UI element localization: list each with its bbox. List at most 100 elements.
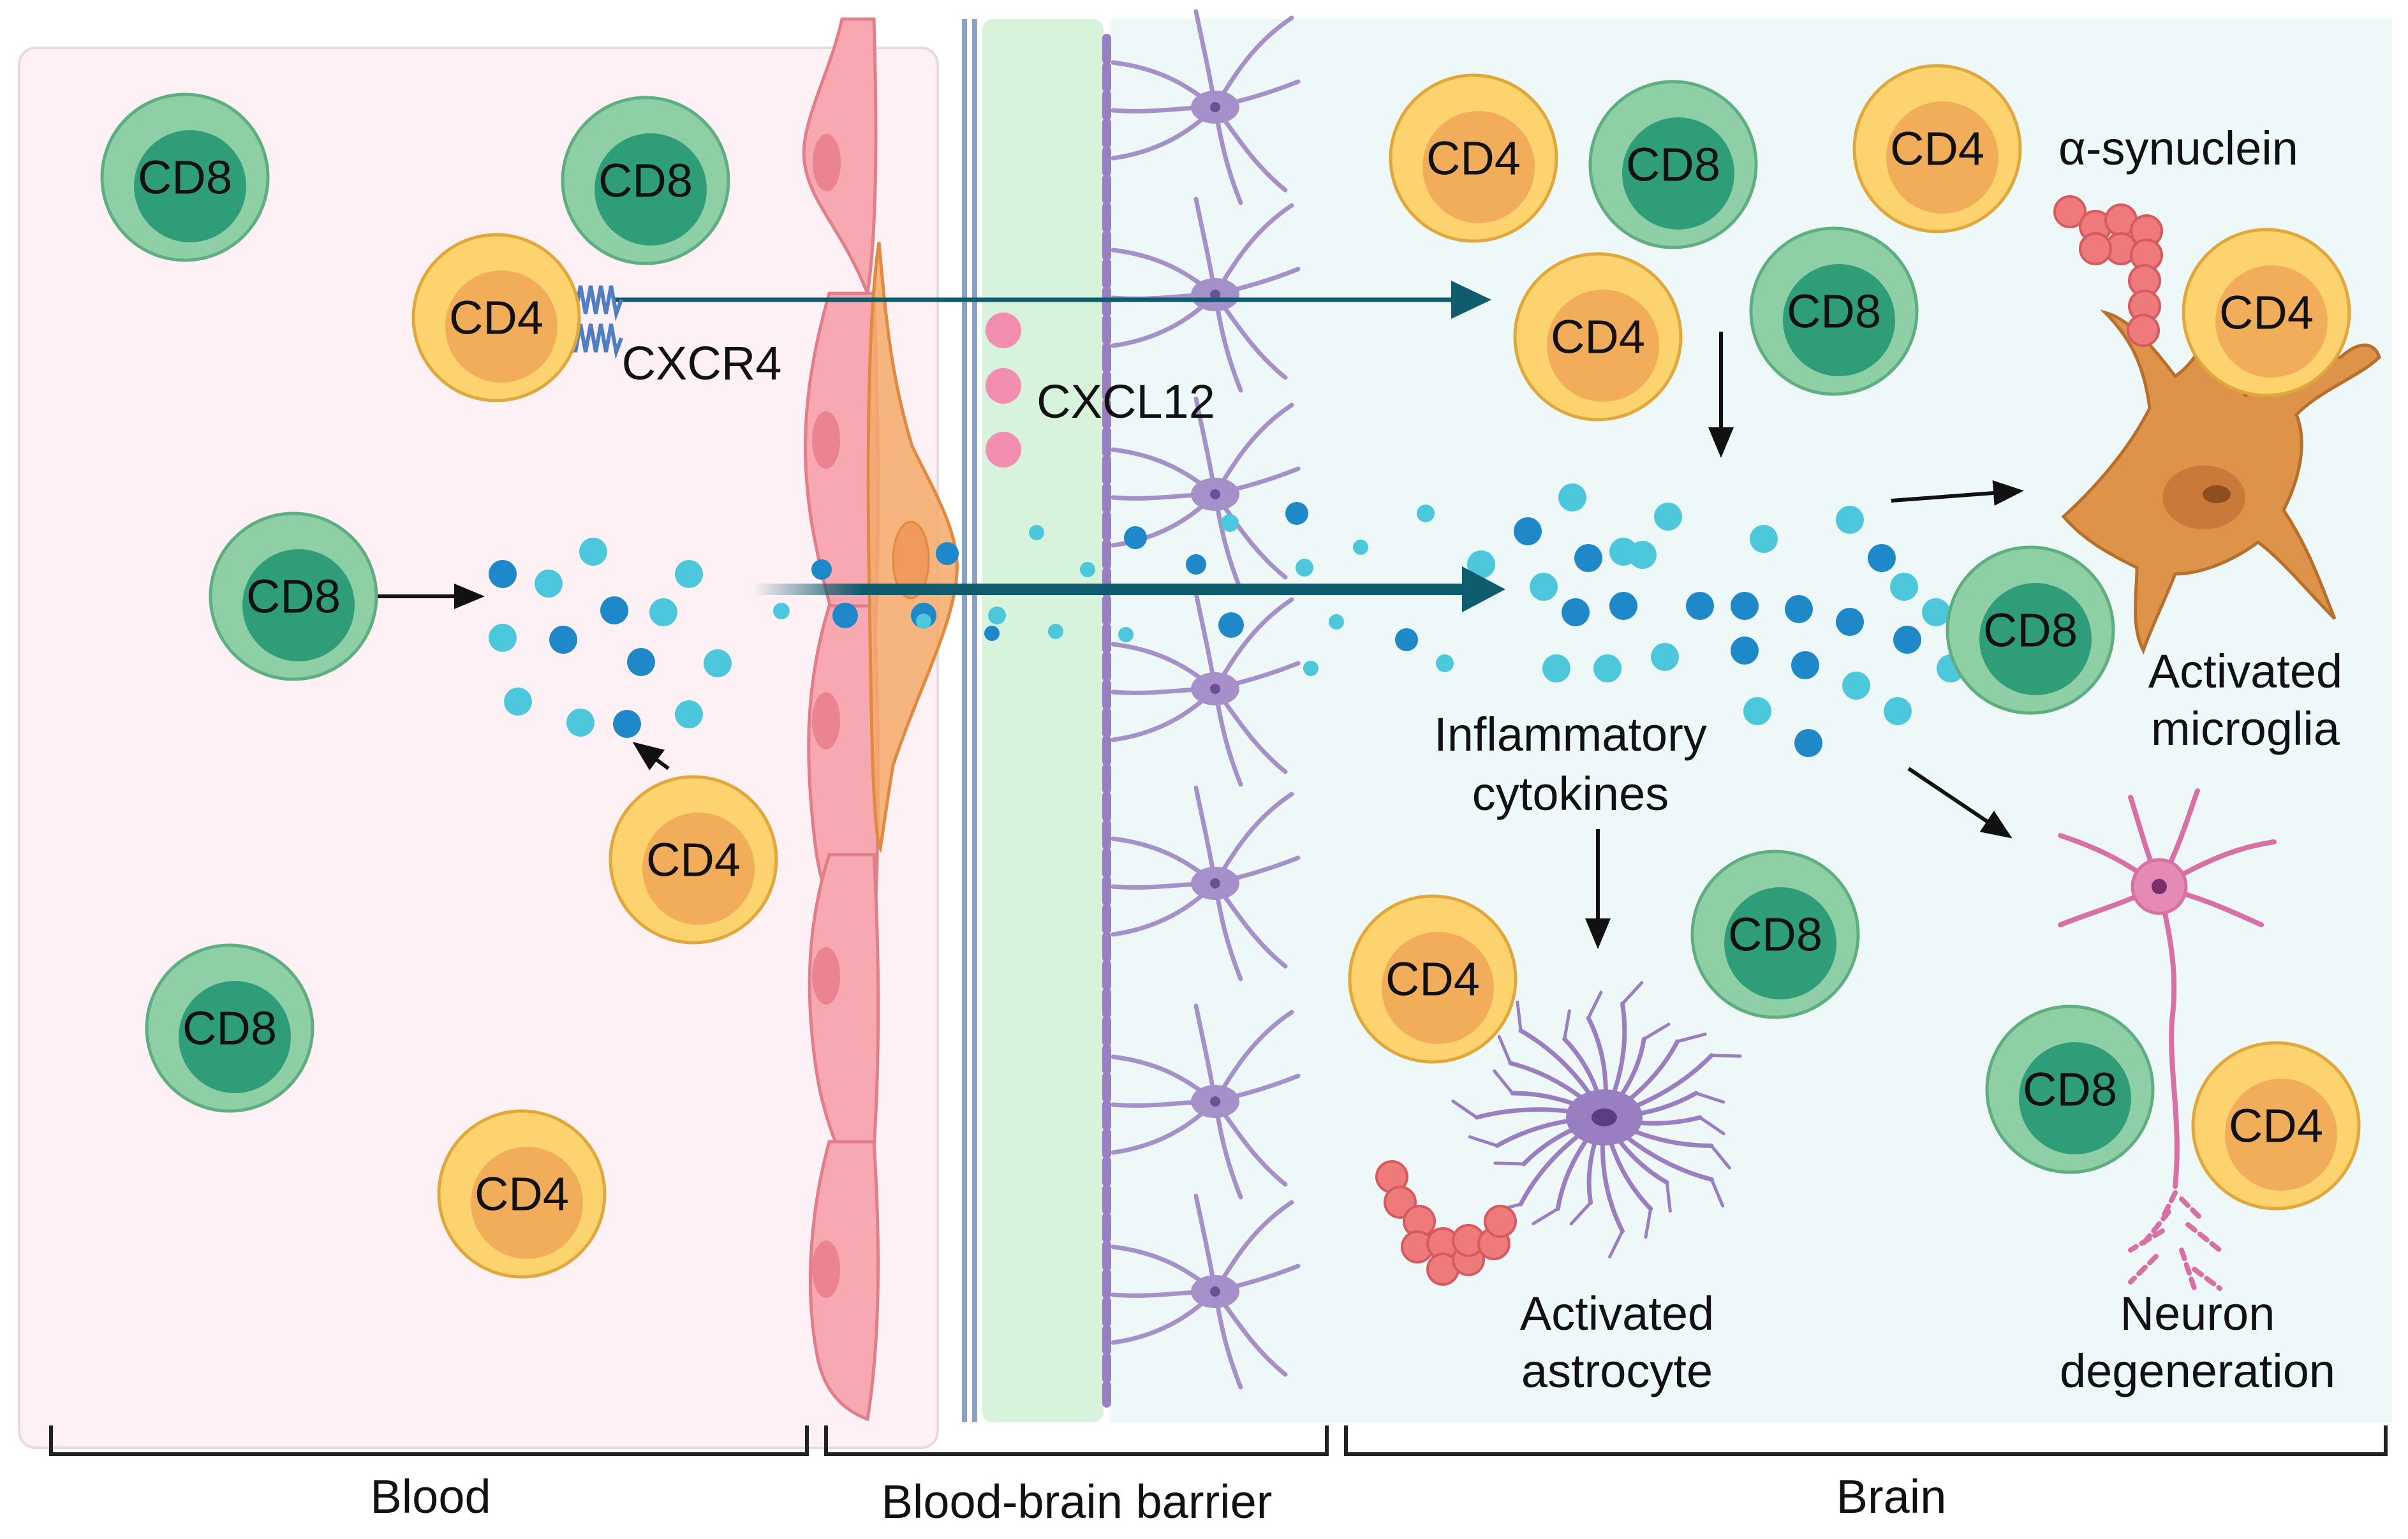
region-label-bbb: Blood-brain barrier xyxy=(882,1475,1273,1528)
cytokine-particle xyxy=(1836,506,1864,534)
migration-arrow-lower-shaft xyxy=(753,584,1480,595)
cytokine-particle xyxy=(675,560,703,588)
synuclein-bead xyxy=(2053,195,2087,228)
synuclein-bead xyxy=(2079,232,2112,265)
synuclein-bead xyxy=(1484,1205,1517,1238)
cytokine-particle xyxy=(579,538,607,566)
cytokine-particle xyxy=(1467,550,1495,578)
cd4-cell-label: CD4 xyxy=(646,834,741,887)
cytokine-particle xyxy=(489,560,517,588)
label-cxcr4: CXCR4 xyxy=(622,337,782,390)
cytokine-particle xyxy=(1609,592,1637,620)
cytokine-particle xyxy=(1731,637,1759,665)
cd4-cell-label: CD4 xyxy=(1426,132,1521,185)
cd8-cell-label: CD8 xyxy=(138,151,232,204)
cd8-cell-nucleus xyxy=(179,981,291,1093)
cytokines-to-neuron-arrow-head xyxy=(1979,811,2013,839)
astrocyte-process-branch xyxy=(1569,1201,1593,1226)
cd4-cell-label: CD4 xyxy=(1551,311,1645,364)
cd4-cell-nucleus xyxy=(1422,111,1535,223)
cytokine-particle xyxy=(1417,504,1435,522)
cytokine-particle xyxy=(1731,592,1759,620)
cytokine-particle xyxy=(1285,502,1308,525)
cd8-cell: CD8 xyxy=(1985,1005,2155,1174)
cytokine-particle xyxy=(1558,483,1586,512)
neuron-nucleus xyxy=(2152,879,2167,894)
cytokine-particle xyxy=(1922,598,1950,626)
cd8-cell-label: CD8 xyxy=(1983,604,2078,657)
cytokine-particle xyxy=(1530,573,1558,601)
astrocyte-process-branch xyxy=(1493,1161,1526,1166)
cd8-cell-nucleus xyxy=(2019,1042,2131,1154)
cxcl12-dot xyxy=(986,432,1021,468)
cytokine-particle xyxy=(1785,595,1813,623)
astrocyte-endfeet-column xyxy=(1111,9,1301,1390)
cd4-cell: CD4 xyxy=(2182,228,2351,397)
cytokine-particle xyxy=(489,624,517,652)
region-brackets xyxy=(49,1425,2388,1456)
cd8-cell: CD8 xyxy=(561,96,730,265)
astrocyte-process-branch xyxy=(1586,990,1603,1020)
cd4-cell-nucleus xyxy=(1547,290,1659,402)
cd4-cell-label: CD4 xyxy=(1385,953,1480,1006)
cytokine-particle xyxy=(1048,624,1063,639)
cd4-cell: CD4 xyxy=(1389,73,1558,243)
activated-astrocyte xyxy=(1451,981,1742,1259)
cytokine-particle xyxy=(984,626,1000,641)
cd8-cell-nucleus xyxy=(1783,264,1895,376)
cytokine-particle xyxy=(1080,562,1095,577)
cd4-cell-label: CD4 xyxy=(1890,122,1984,175)
cytokine-particle xyxy=(1562,598,1590,626)
astrocyte-process-branch xyxy=(1451,1100,1479,1119)
cd4-cell-nucleus xyxy=(445,270,558,383)
bracket-blood xyxy=(49,1425,809,1456)
cd8-cell: CD8 xyxy=(1690,850,1860,1019)
cd4-cell: CD4 xyxy=(1348,894,1518,1064)
astrocyte-process-branch xyxy=(1710,1177,1725,1208)
cytokine-particle xyxy=(773,603,790,619)
pericyte xyxy=(866,242,959,854)
cd8-cell-label: CD8 xyxy=(246,570,341,623)
cd8-cell-label: CD8 xyxy=(1787,285,1881,338)
bracket-bbb xyxy=(824,1425,1329,1456)
cytokine-particles xyxy=(489,483,2004,757)
cytokine-particle xyxy=(1124,526,1147,549)
cd8-cell: CD8 xyxy=(1588,80,1758,249)
cytokine-particle xyxy=(1686,592,1714,620)
endothelial-cells xyxy=(802,17,880,1422)
alpha-synuclein-aggregate-top xyxy=(2053,195,2163,347)
astrocyte-process-branch xyxy=(1620,981,1644,1006)
cd4-cell-nucleus xyxy=(471,1147,583,1259)
bbb-basement-green xyxy=(982,19,1104,1422)
astrocyte-process-branch xyxy=(1665,1181,1672,1213)
cytokine-particle xyxy=(1794,729,1822,757)
cd8-cell: CD8 xyxy=(1946,545,2115,715)
cd4-cell: CD4 xyxy=(2191,1041,2361,1211)
cytokine-particle xyxy=(649,598,677,626)
cytokine-particle xyxy=(988,607,1006,624)
cd8-cell-label: CD8 xyxy=(1728,908,1822,961)
cd8-cell-nucleus xyxy=(1622,117,1734,230)
cytokine-particle xyxy=(613,710,641,738)
cytokine-particle xyxy=(600,596,628,624)
cytokine-particle xyxy=(1436,654,1454,672)
label-cytokines-line2: cytokines xyxy=(1472,767,1669,820)
cytokine-particle xyxy=(549,626,577,654)
cd8-to-cytokines-arrow-head xyxy=(454,584,485,609)
cytokine-particle xyxy=(936,542,959,565)
cd4-cell: CD4 xyxy=(411,233,581,402)
cytokine-particle xyxy=(1029,525,1044,540)
bbb-membrane-line-1 xyxy=(962,19,967,1422)
cytokine-particle xyxy=(1743,697,1771,725)
cytokine-particle xyxy=(1542,654,1570,682)
cd4-cell-nucleus xyxy=(2225,1079,2337,1191)
cytokine-particle xyxy=(1842,672,1870,700)
cytokine-particle xyxy=(1893,626,1921,654)
cd4-cell: CD4 xyxy=(1513,252,1683,422)
cd4-cell-nucleus xyxy=(1886,101,1998,214)
cytokines-to-microglia-arrow-head xyxy=(1992,480,2024,506)
cytokine-particle xyxy=(1186,554,1206,575)
cd8-cell-label: CD8 xyxy=(598,154,693,207)
cytokine-particle xyxy=(1353,540,1368,555)
